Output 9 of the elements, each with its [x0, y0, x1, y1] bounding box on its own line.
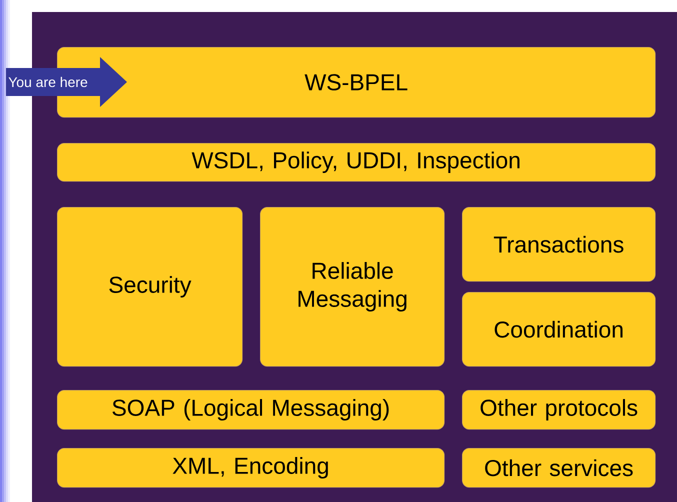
layer-box: Other services [462, 448, 656, 488]
layer-box: Transactions [462, 206, 656, 282]
layer-box: Other protocols [462, 390, 656, 430]
layer-box: Security [57, 206, 243, 367]
layer-box: WSDL, Policy, UDDI, Inspection [57, 142, 656, 182]
layer-box: XML, Encoding [57, 448, 445, 488]
layer-box: Reliable Messaging [260, 206, 445, 367]
layer-box: SOAP (Logical Messaging) [57, 390, 445, 430]
layer-box: Coordination [462, 292, 656, 367]
